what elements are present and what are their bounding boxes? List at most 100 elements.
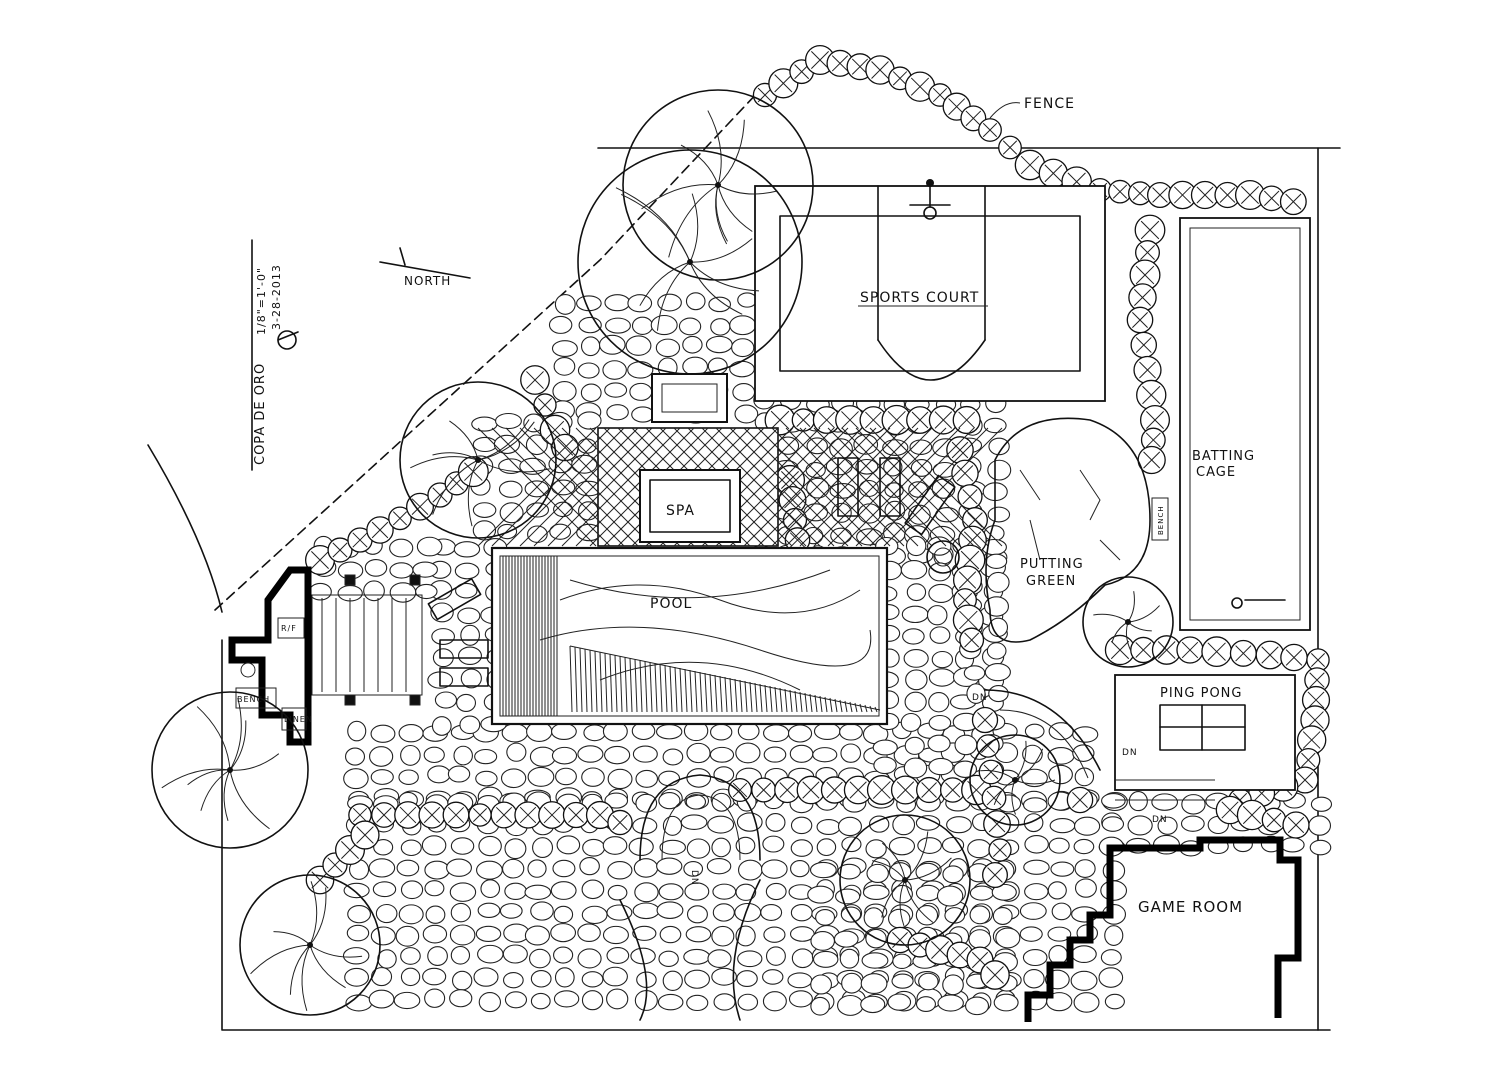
paving-stone <box>888 836 916 856</box>
paving-stone <box>473 967 499 987</box>
paving-stone <box>788 990 813 1008</box>
paving-stone <box>632 745 658 763</box>
paving-stone <box>909 439 933 456</box>
paving-stone <box>738 859 763 881</box>
paving-stone <box>477 902 501 918</box>
paving-stone <box>840 743 862 763</box>
paving-stone <box>992 906 1013 925</box>
paving-stone <box>763 724 790 743</box>
sports-court <box>754 179 1106 402</box>
paving-stone <box>656 901 684 919</box>
paving-stone <box>607 861 633 880</box>
paving-stone <box>415 583 438 600</box>
paving-stone <box>1074 878 1097 898</box>
paving-stone <box>478 992 502 1013</box>
paving-stone <box>425 905 446 924</box>
paving-stone <box>942 865 964 884</box>
paving-stone <box>530 901 554 921</box>
hedge-shrubs <box>304 44 1331 990</box>
paving-stone <box>928 583 954 603</box>
paving-stone <box>427 946 448 967</box>
paving-stone <box>928 757 954 776</box>
paving-stone <box>790 816 813 835</box>
paving-stone <box>400 947 421 965</box>
paving-stone <box>988 437 1010 456</box>
paving-stone <box>370 724 396 743</box>
paving-stone <box>903 757 928 779</box>
paving-stone <box>860 973 888 994</box>
paving-stone <box>449 882 477 902</box>
paving-stone <box>627 294 653 313</box>
paving-stone <box>891 973 914 989</box>
paving-stone <box>604 745 631 765</box>
paving-stone <box>835 888 861 905</box>
plan-labels: FENCE SPORTS COURT BATTING CAGE PUTTING … <box>237 96 1254 916</box>
paving-stone <box>556 835 581 855</box>
paving-stone <box>346 924 370 942</box>
batting-cage-label-2: CAGE <box>1196 465 1236 480</box>
paving-stone <box>685 794 707 810</box>
paving-stone <box>529 746 557 767</box>
paving-stone <box>737 292 758 308</box>
paving-stone <box>734 404 759 424</box>
paving-stone <box>1101 793 1126 809</box>
paving-stone <box>926 605 948 626</box>
paving-stone <box>453 745 473 766</box>
paving-stone <box>550 923 577 943</box>
paving-stone <box>1151 793 1179 811</box>
paving-stone <box>475 925 502 943</box>
paving-stone <box>598 334 626 355</box>
paving-stone <box>1047 926 1072 942</box>
paving-stone <box>504 991 528 1009</box>
paving-stone <box>1074 859 1096 878</box>
paving-stone <box>605 317 631 334</box>
paving-stone <box>710 723 733 741</box>
paving-stone <box>1047 881 1067 900</box>
paving-stone <box>709 746 735 763</box>
paving-stone <box>1023 859 1050 875</box>
paving-stone <box>807 885 834 904</box>
paving-stone <box>928 668 956 687</box>
paving-stone <box>606 404 629 421</box>
paving-stone <box>813 722 841 740</box>
north-arrow <box>379 247 471 279</box>
paving-stone <box>373 839 394 856</box>
rf-label: R/F <box>281 624 297 633</box>
paving-stone <box>707 949 732 969</box>
paving-stone <box>607 884 628 901</box>
paving-stone <box>837 994 864 1016</box>
paving-stone <box>625 335 652 356</box>
paving-stone <box>450 902 472 923</box>
paving-stone <box>451 970 473 991</box>
paving-stone <box>460 668 482 689</box>
paving-stone <box>398 769 419 786</box>
paving-stone <box>363 580 385 602</box>
paving-stone <box>1023 968 1045 989</box>
paving-stone <box>548 315 573 334</box>
paving-stone <box>928 714 952 731</box>
paving-stone <box>705 335 733 354</box>
paving-stone <box>810 974 832 995</box>
paving-stone <box>459 715 481 735</box>
paving-stone <box>884 482 904 498</box>
lounge-chairs <box>427 457 956 687</box>
paving-stone <box>662 970 683 991</box>
paving-stone <box>966 683 986 704</box>
paving-stone <box>1100 949 1122 966</box>
paving-stone <box>712 903 735 922</box>
paving-stone <box>942 974 964 996</box>
paving-stone <box>711 967 737 986</box>
ping-pong-label: PING PONG <box>1160 686 1242 701</box>
paving-stone <box>1071 945 1097 964</box>
paving-stone <box>1050 861 1075 877</box>
paving-stone <box>987 459 1012 481</box>
paving-stone <box>424 880 445 897</box>
paving-stone <box>1102 860 1126 882</box>
paving-stone <box>927 734 951 753</box>
paving-stone <box>370 926 396 946</box>
paving-stone <box>809 861 837 879</box>
paving-stone <box>969 905 991 925</box>
paving-stone <box>967 839 992 859</box>
paving-stone <box>902 628 925 645</box>
paving-stone <box>412 561 438 578</box>
